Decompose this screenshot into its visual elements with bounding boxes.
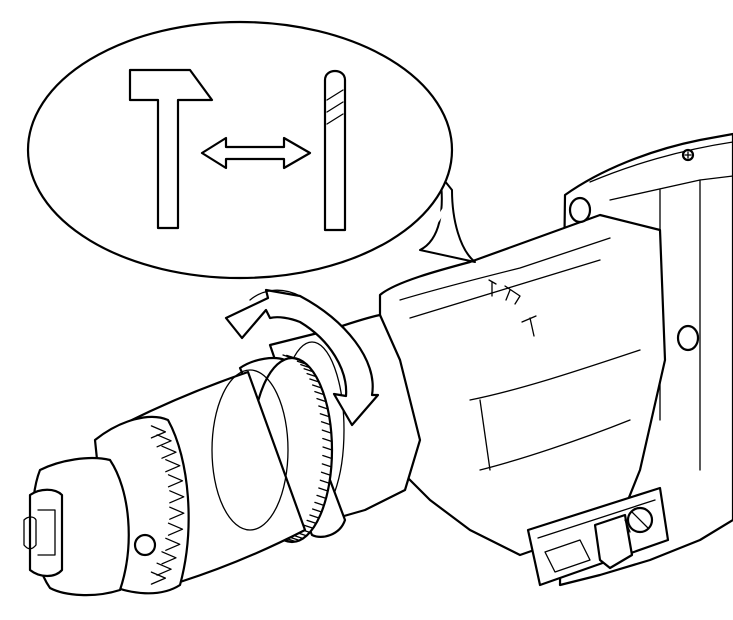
drill-mode-icon: [325, 71, 345, 230]
chuck-key-hole: [135, 535, 155, 555]
boss-side: [678, 326, 698, 350]
boss-top: [570, 198, 590, 222]
